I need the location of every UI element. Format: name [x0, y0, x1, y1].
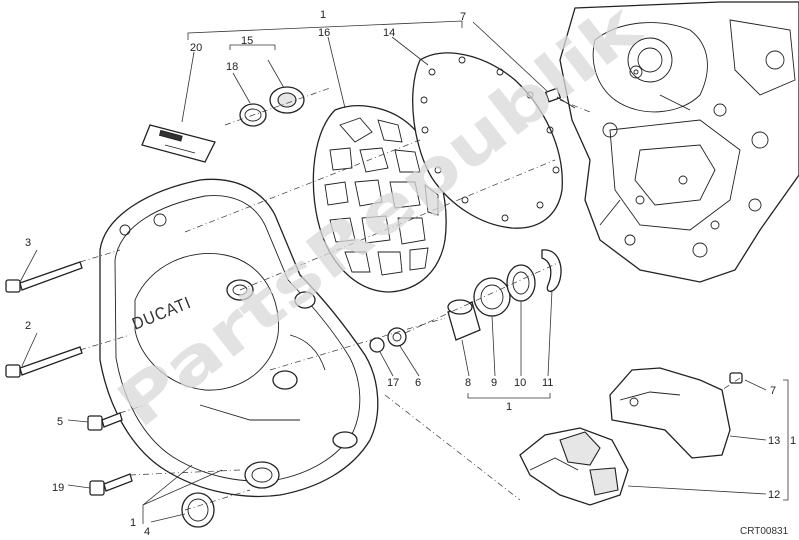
- label-13: 13: [768, 435, 780, 447]
- label-17: 17: [387, 377, 399, 389]
- label-10: 10: [514, 377, 526, 389]
- label-6: 6: [415, 377, 421, 389]
- part-9-bearing: [473, 277, 511, 317]
- label-18: 18: [226, 61, 238, 73]
- part-7-bolt: [544, 87, 576, 109]
- label-1-right: 1: [790, 435, 796, 447]
- label-3: 3: [25, 237, 31, 249]
- part-17-oring: [369, 337, 385, 353]
- part-20-label: [141, 124, 216, 163]
- part-4-seal: [181, 492, 215, 528]
- label-1-bottom: 1: [130, 517, 136, 529]
- label-15: 15: [241, 35, 253, 47]
- part-10-shim: [506, 264, 536, 302]
- diagram-code: CRT00831: [740, 526, 789, 537]
- part-7-small-bolt: [729, 372, 743, 384]
- part-16-cover-plate: [312, 105, 447, 293]
- part-3-bolt: [5, 261, 83, 293]
- leader-lines: [19, 20, 789, 524]
- part-12-bracket: [519, 427, 629, 506]
- part-11-circlip: [541, 249, 562, 293]
- label-1-top: 1: [320, 9, 326, 21]
- label-4: 4: [144, 526, 150, 538]
- part-2-bolt: [5, 346, 83, 378]
- crankcase: [559, 1, 799, 283]
- part-8-bushing: [447, 299, 481, 341]
- label-14: 14: [383, 27, 395, 39]
- label-11: 11: [542, 377, 553, 389]
- label-19: 19: [52, 482, 64, 494]
- label-1-mid: 1: [506, 401, 512, 413]
- part-19-bolt: [89, 473, 133, 496]
- part-6-plug: [387, 327, 407, 347]
- part-15-seal: [269, 86, 305, 114]
- clutch-cover: DUCATI: [99, 178, 379, 498]
- part-13-bracket: [609, 367, 731, 459]
- callout-labels: 1 20 15 18 16 14 7 3 2 5 19 1 4 17 6 8 9…: [25, 9, 796, 538]
- label-2: 2: [25, 320, 31, 332]
- label-9: 9: [491, 377, 497, 389]
- part-5-bolt: [87, 412, 123, 431]
- assembly-axes: [79, 87, 741, 511]
- part-14-gasket: [412, 52, 563, 229]
- label-12: 12: [768, 489, 780, 501]
- label-16: 16: [318, 27, 330, 39]
- label-7-top: 7: [460, 11, 466, 23]
- label-5: 5: [57, 416, 63, 428]
- label-20: 20: [190, 42, 202, 54]
- label-7-right: 7: [770, 385, 776, 397]
- label-8: 8: [465, 377, 471, 389]
